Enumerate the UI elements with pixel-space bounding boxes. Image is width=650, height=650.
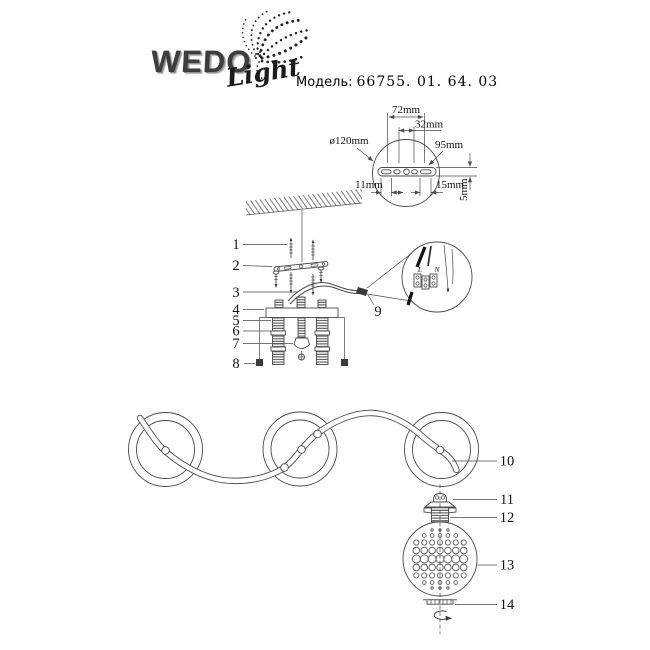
terminal-neutral-label: N <box>433 265 440 274</box>
part-label-14: 14 <box>500 597 515 613</box>
model-number: 66755. 01. 64. 03 <box>356 74 499 90</box>
model-label: Модель: <box>296 75 353 90</box>
terminal-blocks <box>413 273 438 290</box>
part-labels: 1 2 3 4 5 6 7 8 9 10 11 12 13 1 <box>232 237 515 613</box>
part-label-2: 2 <box>232 258 239 274</box>
part-label-13: 13 <box>500 558 515 574</box>
center-stem <box>293 317 311 361</box>
dim-span-outer: 72mm <box>392 104 421 116</box>
dim-hole-right: 15mm <box>436 179 465 191</box>
part-label-11: 11 <box>500 492 514 508</box>
part-label-6: 6 <box>232 324 239 340</box>
shade-perforations <box>411 528 469 590</box>
part-label-7: 7 <box>232 336 239 352</box>
dim-hole-left: 11mm <box>355 179 383 191</box>
dim-diameter: ø120mm <box>329 135 369 147</box>
terminal-detail-circle: L N <box>401 241 473 313</box>
dim-thickness: 5mm <box>458 178 470 201</box>
part-label-1: 1 <box>232 237 239 253</box>
wave-frame <box>128 409 479 487</box>
part-label-3: 3 <box>232 285 239 301</box>
brand-swirl-decoration <box>241 10 311 80</box>
terminal-live-label: L <box>417 265 422 274</box>
part-label-5: 5 <box>232 313 239 329</box>
mounting-plate-top-view: 72mm 32mm ø120mm 95mm 11mm 15mm <box>329 104 477 207</box>
mounting-screws <box>289 237 315 260</box>
canopy-assembly <box>256 296 348 366</box>
model-line: Модель: 66755. 01. 64. 03 <box>296 73 498 91</box>
dim-span-inner: 32mm <box>415 119 444 131</box>
mounting-bar <box>272 261 329 288</box>
crystal-shade-sphere <box>402 521 478 597</box>
part-label-12: 12 <box>500 510 515 526</box>
power-wires <box>287 252 413 305</box>
ceiling-hatch <box>245 189 363 262</box>
part-label-8: 8 <box>232 356 239 372</box>
part-label-4: 4 <box>232 302 240 318</box>
part-label-10: 10 <box>500 454 515 470</box>
dim-slot: 95mm <box>435 139 464 151</box>
threaded-rods <box>270 317 330 365</box>
part-label-9: 9 <box>374 304 381 320</box>
